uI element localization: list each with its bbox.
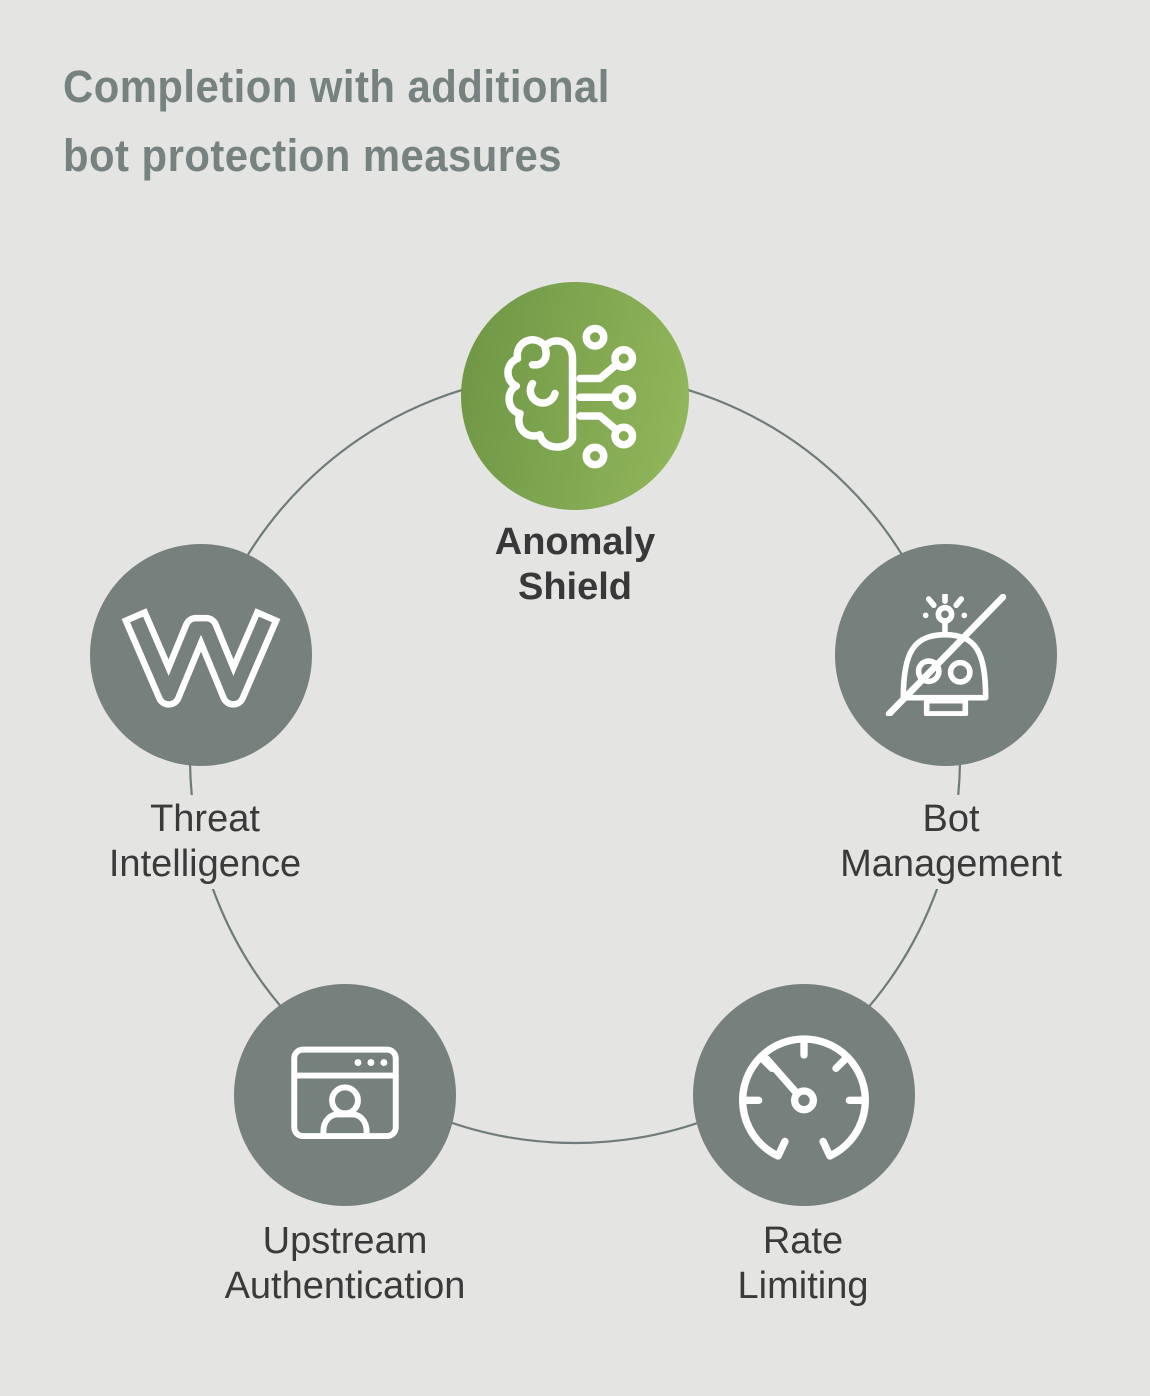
node-rate-limiting	[693, 984, 915, 1206]
browser-user-icon	[291, 1046, 399, 1140]
label-line: Upstream	[262, 1220, 428, 1262]
robot-blocked-icon	[885, 594, 1007, 716]
brain-circuit-icon	[504, 324, 637, 469]
node-threat-intelligence	[90, 544, 312, 766]
label-upstream-authentication: Upstream Authentication	[159, 1217, 531, 1311]
label-threat-intelligence: Threat Intelligence	[59, 795, 351, 889]
label-line: Anomaly	[494, 521, 656, 563]
label-line: Management	[840, 843, 1062, 885]
label-line: Authentication	[224, 1265, 466, 1307]
label-line: Bot	[922, 798, 980, 840]
node-bot-management	[835, 544, 1057, 766]
label-line: Intelligence	[108, 843, 302, 885]
label-rate-limiting: Rate Limiting	[662, 1217, 944, 1311]
speedometer-icon	[739, 1035, 869, 1160]
page-title: Completion with additional bot protectio…	[63, 52, 610, 190]
node-upstream-authentication	[234, 984, 456, 1206]
label-line: Rate	[762, 1220, 844, 1262]
label-line: Threat	[150, 798, 260, 840]
label-anomaly-shield: Anomaly Shield	[419, 518, 731, 612]
label-line: Limiting	[737, 1265, 869, 1307]
title-line-1: Completion with additional	[63, 61, 610, 112]
label-line: Shield	[517, 566, 633, 608]
title-line-2: bot protection measures	[63, 130, 563, 181]
node-anomaly-shield	[461, 282, 689, 510]
label-bot-management: Bot Management	[795, 795, 1107, 889]
w-logo-icon	[121, 607, 281, 708]
